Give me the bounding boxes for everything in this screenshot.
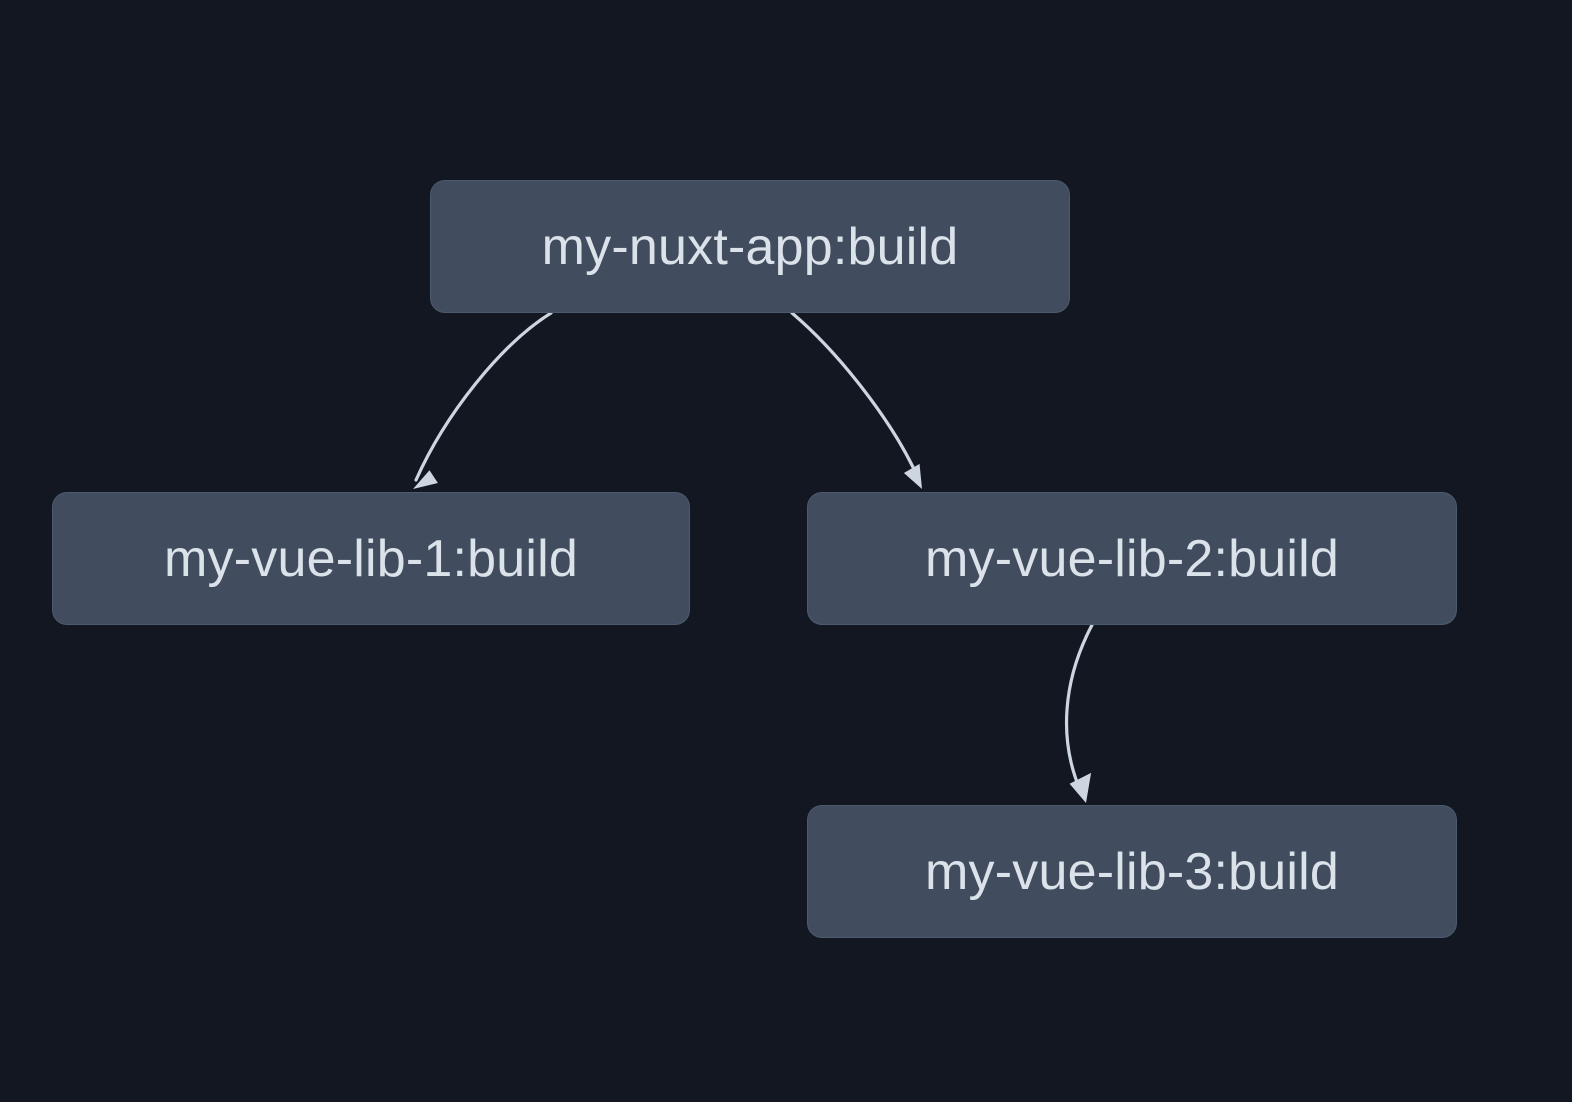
edge-lib2-to-lib3[interactable]: [1064, 623, 1101, 806]
edge-nuxt-to-lib2[interactable]: [790, 311, 929, 493]
edge-path: [414, 311, 553, 482]
edge-path: [790, 311, 921, 482]
edge-path: [1064, 623, 1094, 794]
node-label: my-vue-lib-1:build: [164, 529, 578, 588]
graph-node-my-vue-lib-1-build[interactable]: my-vue-lib-1:build: [52, 492, 690, 625]
node-label: my-vue-lib-2:build: [925, 529, 1339, 588]
arrowhead-icon: [903, 463, 922, 489]
graph-node-my-nuxt-app-build[interactable]: my-nuxt-app:build: [430, 180, 1070, 313]
graph-node-my-vue-lib-2-build[interactable]: my-vue-lib-2:build: [807, 492, 1457, 625]
node-label: my-vue-lib-3:build: [925, 842, 1339, 901]
arrowhead-icon: [1069, 772, 1092, 803]
node-label: my-nuxt-app:build: [541, 217, 959, 276]
arrowhead-icon: [413, 470, 438, 489]
graph-node-my-vue-lib-3-build[interactable]: my-vue-lib-3:build: [807, 805, 1457, 938]
edge-nuxt-to-lib1[interactable]: [413, 311, 553, 497]
